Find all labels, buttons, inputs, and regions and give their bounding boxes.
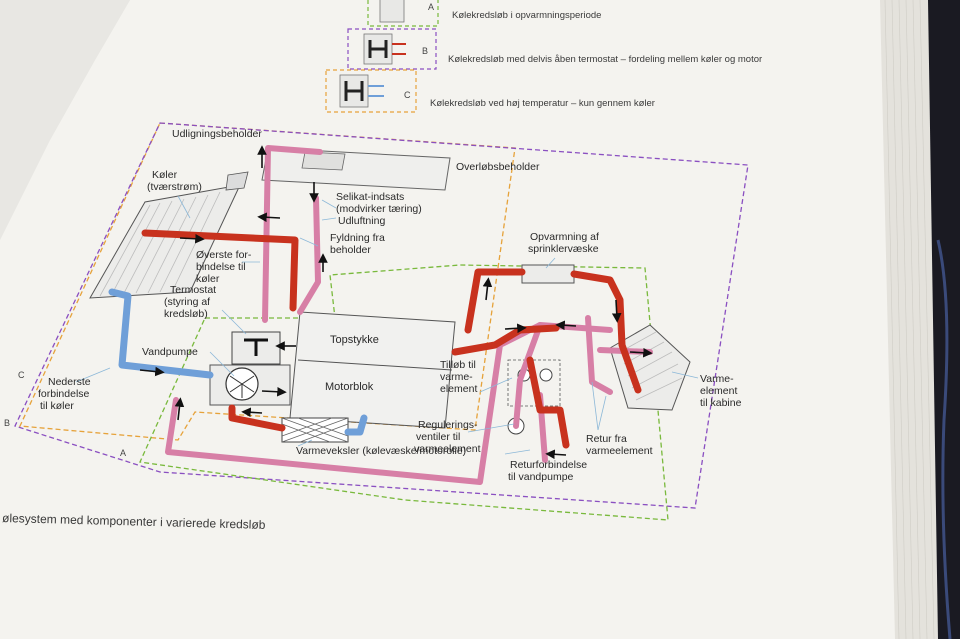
legend-item-a: A Kølekredsløb i opvarmningsperiode [367, 0, 601, 27]
svg-text:Tilløb til: Tilløb til [440, 359, 476, 371]
overlobsbeholder-label: Overløbsbeholder [456, 161, 540, 173]
svg-text:Øverste for-: Øverste for- [196, 249, 252, 261]
legend-key-b: B [422, 46, 428, 56]
water-pump [209, 364, 291, 406]
tillob-label: Tilløb til varme- element [440, 359, 477, 395]
svg-text:ventiler til: ventiler til [416, 431, 460, 443]
legend-text-a: Kølekredsløb i opvarmningsperiode [452, 10, 601, 21]
svg-text:varmeelement: varmeelement [414, 443, 481, 455]
cold-pipes [108, 288, 368, 436]
nederste-label: Nederste forbindelse til køler [38, 376, 91, 412]
motorblok-label: Motorblok [325, 381, 374, 393]
svg-text:varme-: varme- [440, 371, 473, 383]
legend-key-a: A [428, 2, 434, 12]
overflow-tank [261, 147, 451, 191]
overste-label: Øverste for- bindelse til køler [196, 249, 252, 285]
svg-text:(tværstrøm): (tværstrøm) [147, 181, 202, 193]
koler-label: Køler (tværstrøm) [147, 169, 202, 193]
svg-text:element: element [700, 385, 737, 397]
vandpumpe-label: Vandpumpe [142, 346, 198, 358]
svg-text:Returforbindelse: Returforbindelse [510, 459, 587, 471]
legend-text-c: Kølekredsløb ved høj temperatur – kun ge… [430, 98, 655, 109]
loop-a-boundary [139, 264, 669, 521]
svg-text:Regulerings-: Regulerings- [418, 419, 478, 431]
fyldning-label: Fyldning fra beholder [330, 232, 385, 256]
svg-text:sprinklervæske: sprinklervæske [528, 243, 599, 255]
sprinkler-heater [521, 264, 575, 284]
thermostat [231, 331, 281, 365]
svg-text:til vandpumpe: til vandpumpe [508, 471, 574, 483]
svg-text:varmeelement: varmeelement [586, 445, 653, 457]
legend-text-b: Kølekredsløb med delvis åben termostat –… [448, 54, 762, 65]
cover-art-stroke [936, 239, 952, 639]
udligningsbeholder-label: Udligningsbeholder [172, 128, 262, 140]
engine-block [289, 311, 456, 429]
svg-text:køler: køler [196, 273, 220, 285]
heat-exchanger [281, 417, 349, 443]
svg-text:Termostat: Termostat [170, 284, 216, 296]
svg-text:element: element [440, 383, 477, 395]
book-page [0, 0, 905, 639]
varmeelement-label: Varme- element til kabine [700, 373, 742, 409]
opvarmning-label: Opvarmning af sprinklervæske [528, 231, 599, 255]
radiator [89, 171, 249, 299]
svg-text:til kabine: til kabine [700, 397, 742, 409]
svg-text:(styring af: (styring af [164, 296, 210, 308]
loop-b-marker: B [4, 418, 10, 428]
returforbindelse-label: Returforbindelse til vandpumpe [508, 459, 587, 483]
retur-label: Retur fra varmeelement [586, 433, 653, 457]
legend-item-c: C Kølekredsløb ved høj temperatur – kun … [325, 69, 655, 113]
svg-text:bindelse til: bindelse til [196, 261, 246, 273]
svg-text:kredsløb): kredsløb) [164, 308, 208, 320]
svg-text:Opvarmning af: Opvarmning af [530, 231, 599, 243]
left-page-edge [0, 0, 130, 240]
svg-text:forbindelse: forbindelse [38, 388, 90, 400]
topstykke-label: Topstykke [330, 334, 379, 346]
svg-text:Køler: Køler [152, 169, 178, 181]
selikat-label: Selikat-indsats (modvirker tæring) [336, 191, 422, 215]
svg-text:Varme-: Varme- [700, 373, 734, 385]
loop-c-marker: C [18, 370, 25, 380]
legend-key-c: C [404, 90, 411, 100]
loop-b-boundary [14, 122, 749, 509]
page-stack-lines [884, 0, 935, 639]
svg-text:til køler: til køler [40, 400, 74, 412]
loop-a-marker: A [120, 448, 126, 458]
figure-caption: ølesystem med komponenter i varierede kr… [2, 511, 266, 532]
leader-lines [75, 195, 699, 455]
svg-text:Fyldning fra: Fyldning fra [330, 232, 385, 244]
regulering-label: Regulerings- ventiler til varmeelement [414, 419, 481, 455]
varmeveksler-label: Varmeveksler (kølevæske/motorolie) [296, 445, 466, 457]
book-cover-edge [928, 0, 960, 639]
svg-text:Retur fra: Retur fra [586, 433, 627, 445]
termostat-label: Termostat (styring af kredsløb) [164, 284, 216, 320]
udluftning-label: Udluftning [338, 215, 385, 227]
svg-text:beholder: beholder [330, 244, 371, 256]
legend-item-b: B Kølekredsløb med delvis åben termostat… [347, 28, 762, 70]
svg-text:Nederste: Nederste [48, 376, 91, 388]
svg-text:Selikat-indsats: Selikat-indsats [336, 191, 404, 203]
flow-arrows [139, 145, 653, 460]
svg-text:(modvirker tæring): (modvirker tæring) [336, 203, 422, 215]
